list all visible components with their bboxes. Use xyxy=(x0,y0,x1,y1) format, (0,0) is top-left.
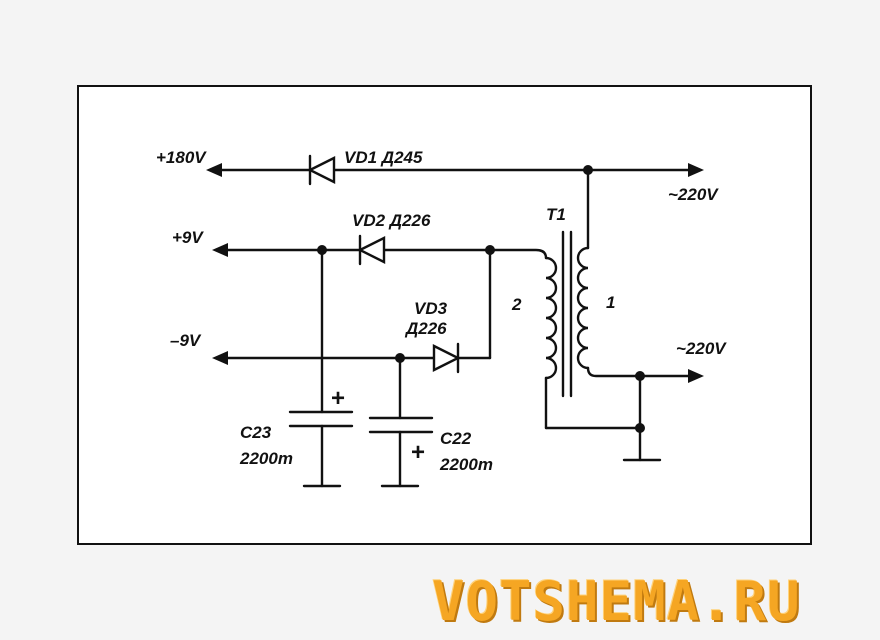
label-plus9: +9V xyxy=(172,228,204,247)
junction-dot xyxy=(635,423,645,433)
polarity-plus-c22: + xyxy=(411,439,425,466)
schematic-frame xyxy=(77,85,812,545)
diode-vd3 xyxy=(432,342,461,374)
label-ac-bottom: ~220V xyxy=(676,339,727,358)
arrow-right-icon xyxy=(688,163,704,177)
label-t1: T1 xyxy=(546,205,566,224)
label-winding-2: 2 xyxy=(511,295,522,314)
label-vd3-name: VD3 xyxy=(414,299,448,318)
label-minus9: –9V xyxy=(170,331,202,350)
arrow-left-icon xyxy=(212,243,228,257)
label-c22-name: C22 xyxy=(440,429,472,448)
diode-vd1 xyxy=(307,154,336,186)
arrow-right-icon xyxy=(688,369,704,383)
line-plus9 xyxy=(212,243,492,257)
label-vd2: VD2 Д226 xyxy=(352,211,431,230)
primary-winding xyxy=(576,246,590,370)
line-plus180 xyxy=(206,163,704,177)
label-c23-name: C23 xyxy=(240,423,272,442)
site-watermark: VOTSHEMA.RU xyxy=(432,570,801,633)
label-c22-value: 2200m xyxy=(439,455,493,474)
diode-vd2 xyxy=(357,234,386,266)
capacitor-c23 xyxy=(288,248,354,488)
label-winding-1: 1 xyxy=(606,293,615,312)
secondary-winding xyxy=(544,256,558,380)
label-vd3-type: Д226 xyxy=(404,319,447,338)
capacitor-c22 xyxy=(368,356,434,488)
arrow-left-icon xyxy=(212,351,228,365)
polarity-plus-c23: + xyxy=(331,385,345,412)
label-c23-value: 2200m xyxy=(239,449,293,468)
label-vd1: VD1 Д245 xyxy=(344,148,423,167)
arrow-left-icon xyxy=(206,163,222,177)
label-plus180: +180V xyxy=(156,148,207,167)
label-ac-top: ~220V xyxy=(668,185,719,204)
